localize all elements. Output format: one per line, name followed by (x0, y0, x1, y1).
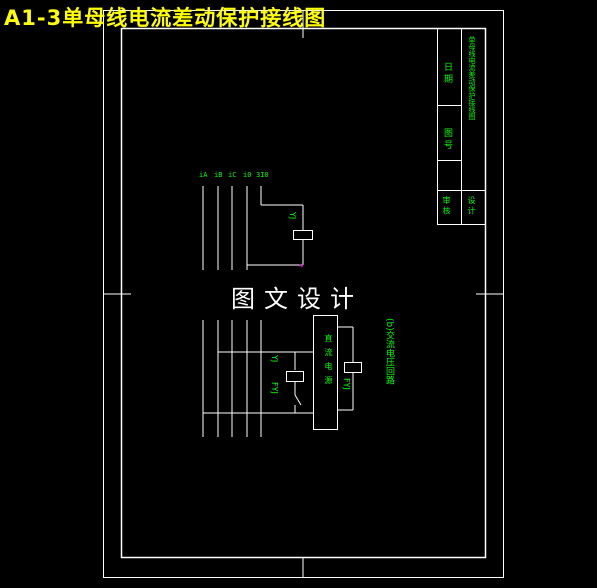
center-watermark-label: 图文设计 (231, 285, 363, 313)
dc-supply-box-text: 直流电源 (324, 334, 333, 390)
circuit-caption: (b)交流电压回路 (384, 318, 394, 385)
bus-label-ic: iC (228, 171, 237, 179)
node-mark: * (299, 263, 304, 273)
relay-yj-top (293, 230, 313, 240)
title-block-drawing-name: 单母线电流差动保护接线图 (468, 36, 476, 120)
title-block-date: 日 期 (442, 62, 452, 83)
relay-lower-mid-label: YJ (270, 355, 279, 363)
title-block-design: 设 计 (467, 196, 476, 215)
bus-label-i0: i0 (243, 171, 252, 179)
dc-supply-box (313, 315, 338, 430)
bus-lines-lower (202, 320, 354, 437)
relay-right (344, 362, 362, 373)
relay-top-label: YJ (288, 212, 297, 220)
bus-lines-upper (202, 186, 304, 270)
bus-label-ia: iA (199, 171, 208, 179)
drawing-title: A1-3单母线电流差动保护接线图 (4, 6, 327, 30)
bus-label-ib: iB (214, 171, 223, 179)
title-block (437, 28, 486, 225)
relay-right-label: FYJ (342, 378, 351, 390)
relay-lower (286, 371, 304, 382)
title-block-drawing-no: 图 号 (442, 128, 452, 149)
relay-lower-left-label: FYJ (270, 382, 279, 394)
title-block-review: 审 核 (442, 196, 451, 215)
bus-label-3i0: 3I0 (256, 171, 269, 179)
